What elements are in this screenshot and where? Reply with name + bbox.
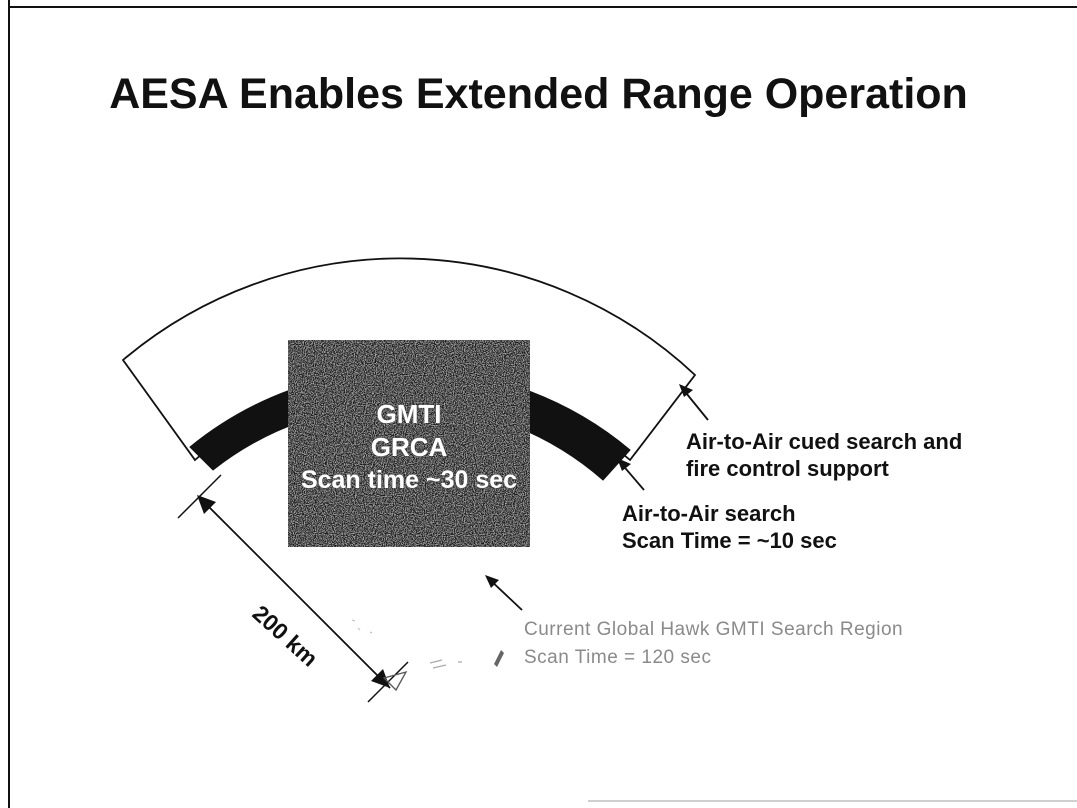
range-tick-top: [177, 474, 222, 519]
search-label-line2: Scan Time = ~10 sec: [622, 528, 837, 553]
cued-search-arrowhead: [679, 384, 693, 397]
gmti-label: GMTI: [376, 399, 442, 429]
range-dimension-line: [199, 497, 391, 689]
slide-frame-top: [8, 6, 1077, 8]
global-hawk-label-line1: Current Global Hawk GMTI Search Region: [524, 619, 904, 640]
slide-frame-bottom: [588, 800, 1077, 802]
global-hawk-arrowhead: [485, 575, 499, 588]
cued-search-label-line2: fire control support: [686, 456, 889, 481]
marker-icon: [494, 650, 504, 667]
global-hawk-label-line2: Scan Time = 120 sec: [524, 647, 712, 668]
gmti-grca-region: [288, 340, 530, 547]
slide-frame-left: [8, 0, 10, 808]
scan-time-30-label: Scan time ~30 sec: [300, 466, 518, 494]
search-arrowhead: [617, 458, 631, 471]
speckle: [351, 619, 373, 634]
grca-label: GRCA: [370, 432, 448, 462]
range-arrowhead-bottom: [371, 669, 390, 688]
search-label-line1: Air-to-Air search: [622, 501, 796, 526]
slide-title: AESA Enables Extended Range Operation: [109, 70, 968, 118]
aircraft-icon: [382, 670, 408, 692]
range-arrowhead-top: [197, 495, 216, 514]
cued-search-label-line1: Air-to-Air cued search and: [686, 429, 963, 454]
aircraft-trail: [429, 659, 462, 669]
